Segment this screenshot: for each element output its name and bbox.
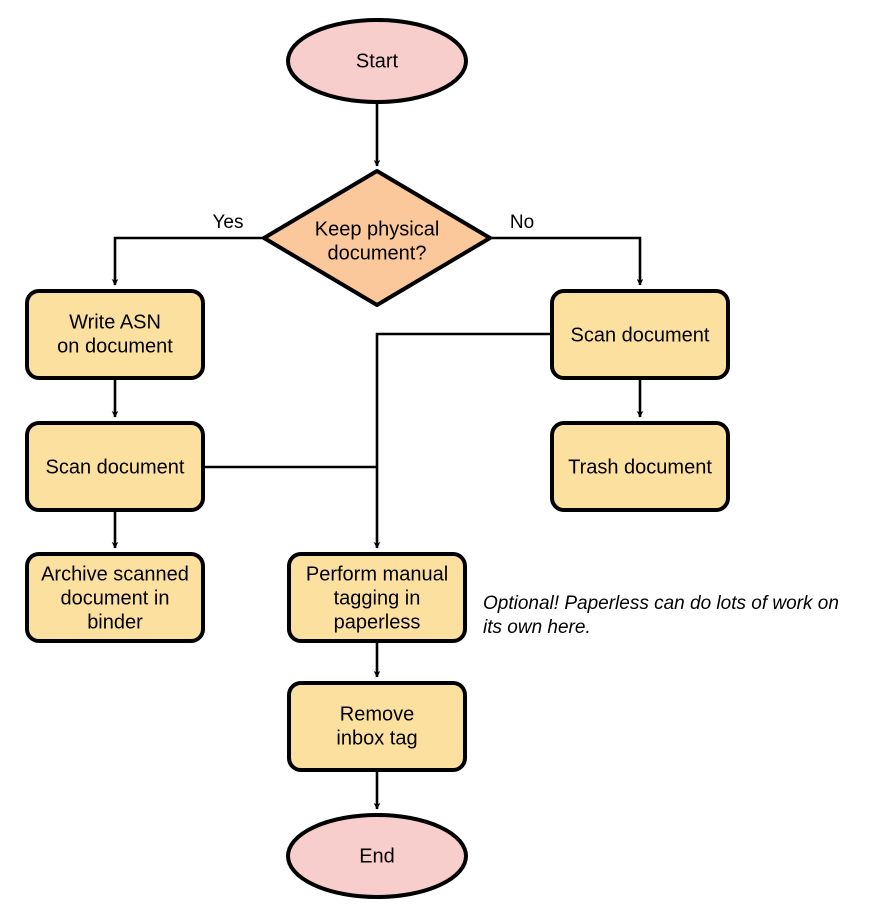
manual-tagging-box[interactable] (287, 552, 467, 643)
node-write-asn[interactable]: Write ASN on document (25, 289, 205, 380)
manual-tagging-label-line2: tagging in (334, 587, 421, 609)
node-manual-tagging[interactable]: Perform manual tagging in paperless (287, 552, 467, 643)
decision-label-line1: Keep physical (315, 218, 440, 240)
end-label: End (359, 845, 395, 867)
remove-inbox-tag-label-line2: inbox tag (336, 727, 417, 749)
edge-decision-yes-to-write-asn (111, 236, 264, 286)
start-ellipse[interactable] (286, 18, 468, 104)
annotation-optional-paperless-line2: its own here. (483, 617, 591, 638)
node-archive-scanned-document[interactable]: Archive scanned document in binder (25, 552, 205, 643)
manual-tagging-label-line1: Perform manual (306, 563, 448, 585)
node-remove-inbox-tag[interactable]: Remove inbox tag (287, 681, 467, 772)
annotation-layer: Optional! Paperless can do lots of work … (483, 593, 839, 638)
node-scan-document-right[interactable]: Scan document (550, 289, 730, 380)
node-keep-physical-document[interactable]: Keep physical document? (262, 169, 492, 307)
decision-diamond[interactable] (262, 169, 492, 307)
trash-document-label: Trash document (568, 456, 712, 478)
decision-label-line2: document? (328, 242, 427, 264)
annotation-optional-paperless-line1: Optional! Paperless can do lots of work … (483, 593, 839, 614)
archive-box[interactable] (25, 552, 205, 643)
scan-document-right-box[interactable] (550, 289, 730, 380)
node-layer: Start Keep physical document? Write ASN … (25, 18, 730, 899)
scan-document-left-box[interactable] (25, 421, 205, 512)
edge-scan-right-to-manual-tagging (373, 332, 552, 549)
archive-label-line2: document in (61, 587, 170, 609)
end-ellipse[interactable] (286, 813, 468, 899)
edge-label-no: No (510, 212, 534, 233)
write-asn-label-line1: Write ASN (69, 311, 161, 333)
node-start[interactable]: Start (286, 18, 468, 104)
archive-label-line1: Archive scanned (41, 563, 189, 585)
edge-decision-no-to-scan-right (490, 236, 644, 286)
write-asn-label-line2: on document (57, 335, 173, 357)
archive-label-line3: binder (87, 611, 143, 633)
scan-document-right-label: Scan document (571, 324, 710, 346)
write-asn-box[interactable] (25, 289, 205, 380)
remove-inbox-tag-box[interactable] (287, 681, 467, 772)
node-end[interactable]: End (286, 813, 468, 899)
remove-inbox-tag-label-line1: Remove (340, 703, 414, 725)
node-trash-document[interactable]: Trash document (550, 421, 730, 512)
scan-document-left-label: Scan document (46, 456, 185, 478)
node-scan-document-left[interactable]: Scan document (25, 421, 205, 512)
edge-label-layer: Yes No (213, 212, 535, 233)
manual-tagging-label-line3: paperless (334, 611, 421, 633)
start-label: Start (356, 50, 399, 72)
edge-label-yes: Yes (213, 212, 244, 233)
trash-document-box[interactable] (550, 421, 730, 512)
edge-layer (111, 102, 644, 810)
